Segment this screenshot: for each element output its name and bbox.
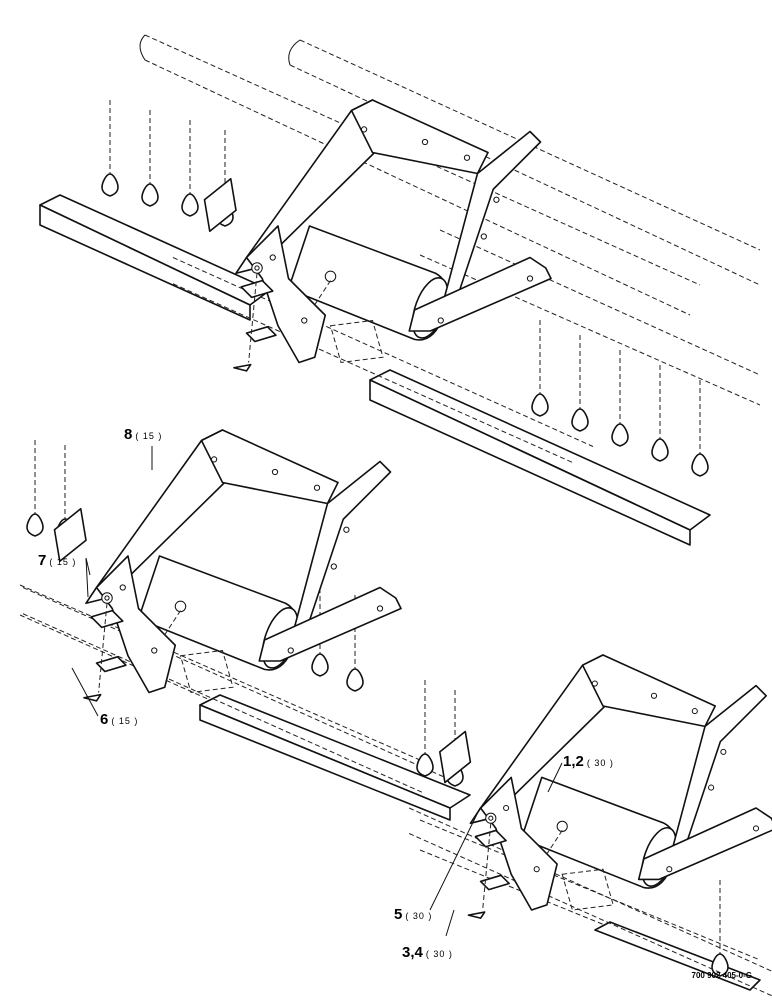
callout-part-6: 6( 15 ) xyxy=(100,712,138,728)
callout-quantity: ( 30 ) xyxy=(425,949,453,959)
callout-part-5: 5( 30 ) xyxy=(394,907,432,923)
callout-part-1-2: 1,2( 30 ) xyxy=(563,754,614,770)
figure-id: 700 902 405-0-G xyxy=(691,971,753,980)
callout-quantity: ( 30 ) xyxy=(405,911,433,921)
callout-part-number: 3,4 xyxy=(402,944,423,961)
middle-left-assembly-view xyxy=(20,429,470,820)
callout-quantity: ( 15 ) xyxy=(111,716,139,726)
callout-part-7: 7( 15 ) xyxy=(38,553,76,569)
bottom-right-assembly-view xyxy=(408,654,772,1000)
callout-part-number: 1,2 xyxy=(563,753,584,770)
callout-part-number: 6 xyxy=(100,711,109,728)
callout-part-number: 8 xyxy=(124,426,133,443)
callout-quantity: ( 15 ) xyxy=(49,557,77,567)
callout-part-number: 7 xyxy=(38,552,47,569)
callout-quantity: ( 15 ) xyxy=(135,431,163,441)
callout-part-number: 5 xyxy=(394,906,403,923)
callout-quantity: ( 30 ) xyxy=(586,758,614,768)
callout-part-3-4: 3,4( 30 ) xyxy=(402,945,453,961)
callout-part-8: 8( 15 ) xyxy=(124,427,162,443)
leader-lines xyxy=(72,446,562,936)
top-assembly-view xyxy=(40,35,760,545)
